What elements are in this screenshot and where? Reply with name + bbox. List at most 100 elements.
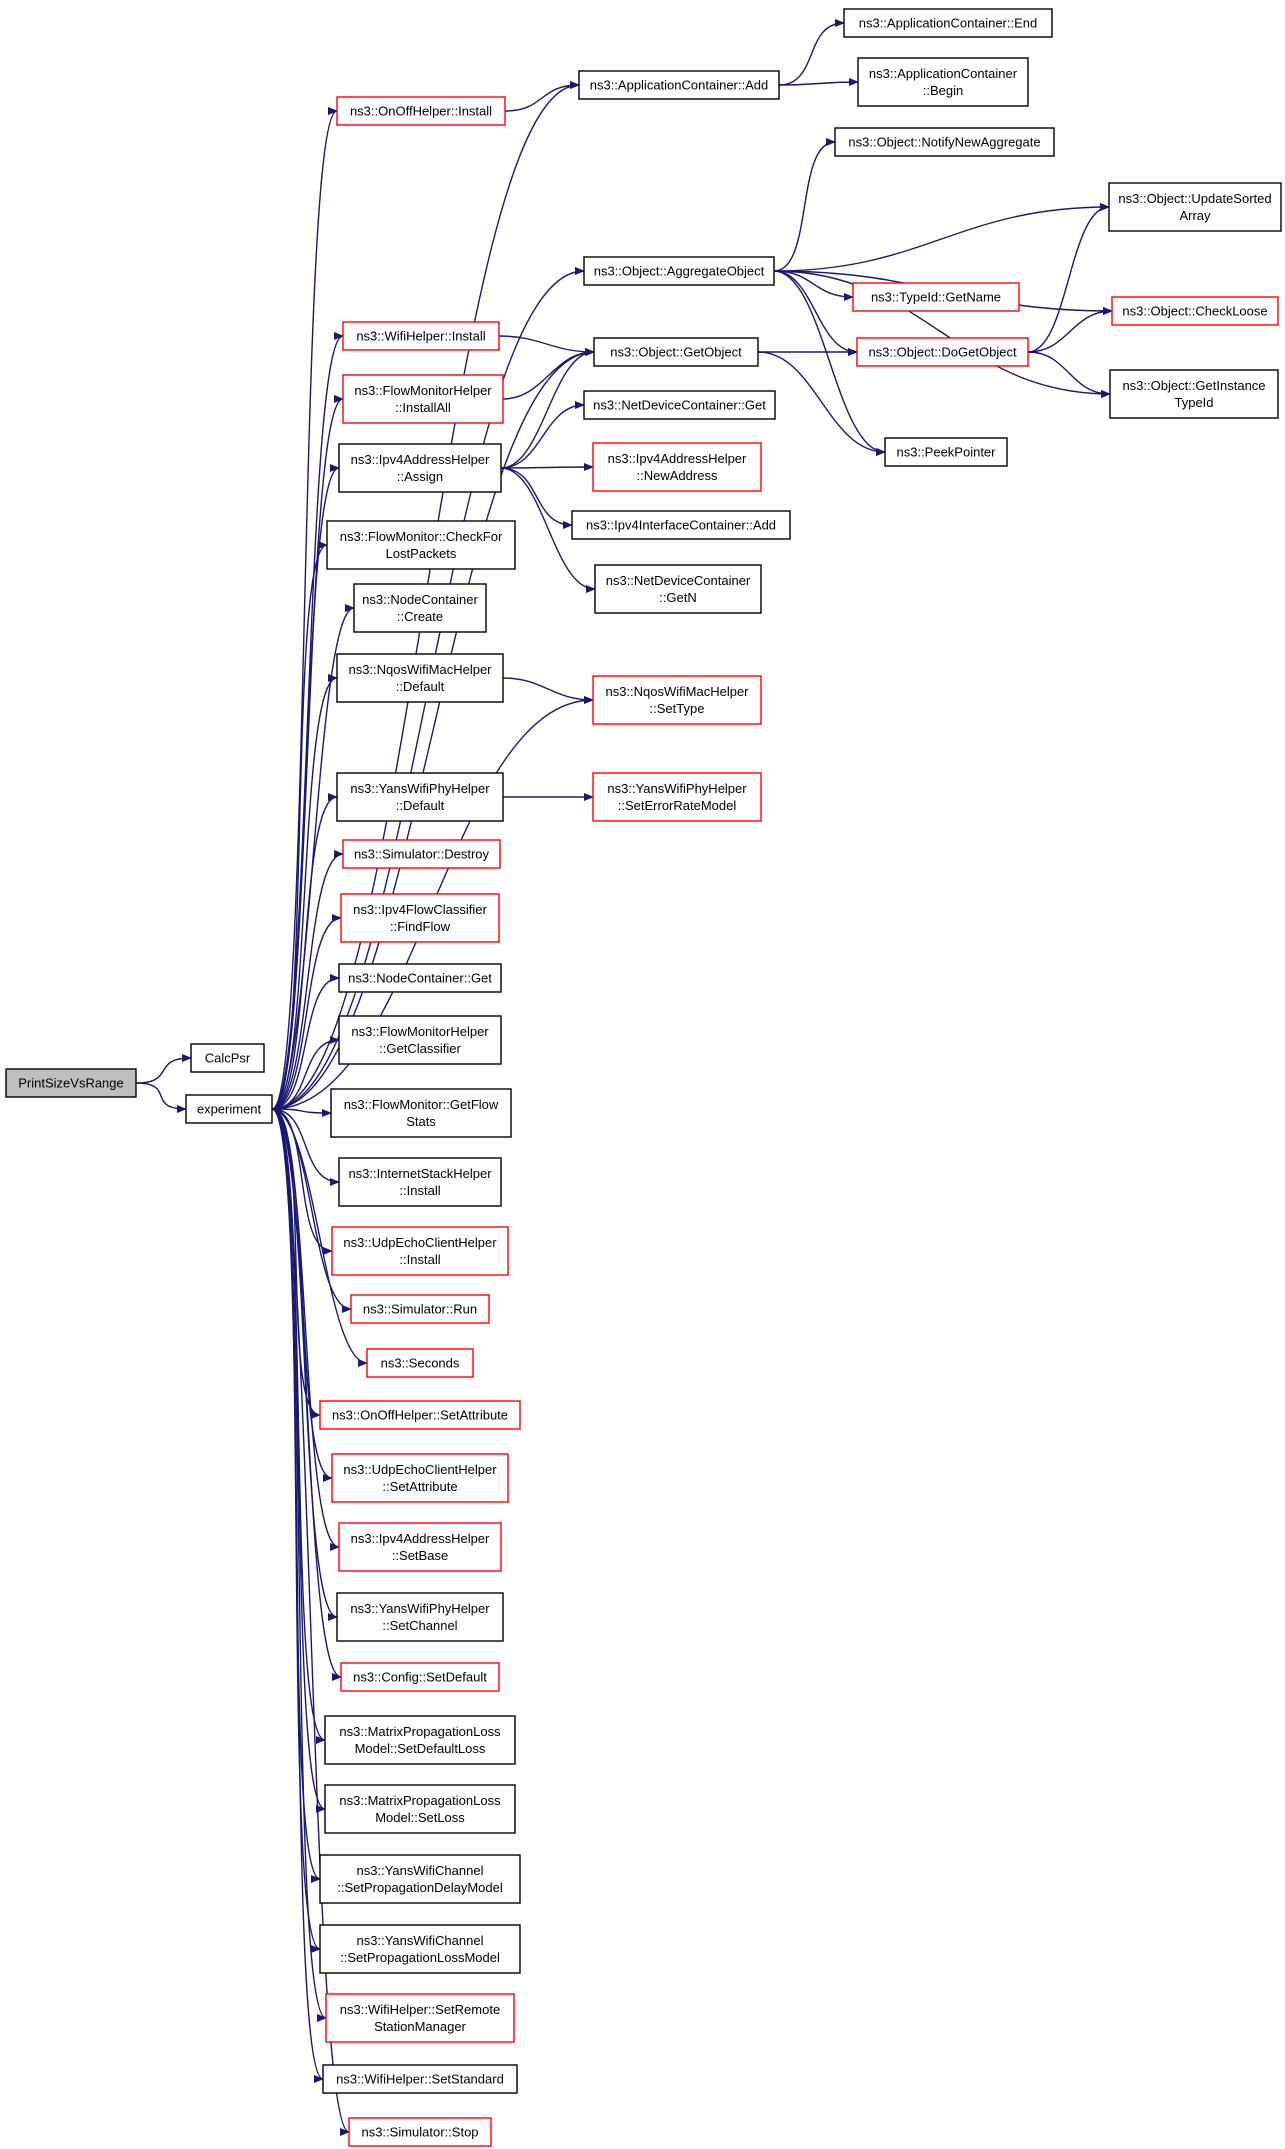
node-get_object[interactable]: ns3::Object::GetObject (593, 337, 759, 367)
node-label: ::Create (397, 609, 443, 624)
node-box (336, 653, 504, 703)
node-wifi_install[interactable]: ns3::WifiHelper::Install (342, 321, 500, 351)
node-box (350, 1294, 490, 1324)
node-label: LostPackets (386, 546, 457, 561)
node-yanschan_setloss[interactable]: ns3::YansWifiChannel::SetPropagationLoss… (319, 1924, 521, 1974)
edge-experiment-to-nqos_default (271, 674, 338, 1110)
node-label: ::Default (396, 679, 445, 694)
node-ipv4addr_assign[interactable]: ns3::Ipv4AddressHelper::Assign (338, 443, 502, 493)
node-typeid_getname[interactable]: ns3::TypeId::GetName (852, 282, 1020, 312)
node-wifi_setstandard[interactable]: ns3::WifiHelper::SetStandard (322, 2064, 518, 2094)
node-box (324, 1715, 516, 1765)
node-fm_getclassifier[interactable]: ns3::FlowMonitorHelper::GetClassifier (338, 1015, 502, 1065)
node-box (578, 70, 780, 100)
node-label: ns3::NetDeviceContainer::Get (593, 398, 766, 413)
node-udpecho_install[interactable]: ns3::UdpEchoClientHelper::Install (331, 1226, 509, 1276)
node-box (884, 437, 1008, 467)
node-label: ::Install (399, 1183, 440, 1198)
node-label: ns3::FlowMonitorHelper (354, 383, 492, 398)
edge-experiment-to-wifi_install (271, 332, 344, 1110)
node-root[interactable]: PrintSizeVsRange (5, 1068, 137, 1098)
node-udpecho_setattr[interactable]: ns3::UdpEchoClientHelper::SetAttribute (331, 1453, 509, 1503)
node-nqos_settype[interactable]: ns3::NqosWifiMacHelper::SetType (592, 675, 762, 725)
node-do_get_object[interactable]: ns3::Object::DoGetObject (856, 337, 1029, 367)
node-check_loose[interactable]: ns3::Object::CheckLoose (1111, 296, 1279, 326)
node-label: ::SetChannel (382, 1618, 457, 1633)
node-label: ::GetN (659, 590, 697, 605)
node-notify_new_agg[interactable]: ns3::Object::NotifyNewAggregate (834, 127, 1055, 157)
node-onoff_setattr[interactable]: ns3::OnOffHelper::SetAttribute (319, 1400, 521, 1430)
node-ipv4addr_setbase[interactable]: ns3::Ipv4AddressHelper::SetBase (338, 1522, 502, 1572)
node-sim_stop[interactable]: ns3::Simulator::Stop (348, 2117, 492, 2147)
node-box (185, 1094, 273, 1124)
node-label: ns3::MatrixPropagationLoss (339, 1793, 501, 1808)
node-box (331, 1226, 509, 1276)
node-box (338, 963, 502, 993)
node-label: ::SetPropagationDelayModel (337, 1880, 503, 1895)
node-box (336, 96, 506, 126)
node-label: ns3::Ipv4AddressHelper (351, 1531, 490, 1546)
node-box (1109, 369, 1279, 419)
node-seconds[interactable]: ns3::Seconds (366, 1348, 474, 1378)
node-label: ns3::NodeContainer::Get (348, 971, 492, 986)
node-label: ::FindFlow (390, 919, 451, 934)
node-nqos_default[interactable]: ns3::NqosWifiMacHelper::Default (336, 653, 504, 703)
node-label: ns3::NqosWifiMacHelper (348, 662, 492, 677)
node-aggregate_obj[interactable]: ns3::Object::AggregateObject (583, 256, 775, 286)
edge-experiment-to-wifi_setstandard (271, 1108, 324, 2083)
edge-experiment-to-udpecho_setattr (271, 1108, 333, 1482)
node-fm_installall[interactable]: ns3::FlowMonitorHelper::InstallAll (342, 374, 504, 424)
node-onoff_install[interactable]: ns3::OnOffHelper::Install (336, 96, 506, 126)
node-matrix_setdefloss[interactable]: ns3::MatrixPropagationLossModel::SetDefa… (324, 1715, 516, 1765)
node-yansphy_setchannel[interactable]: ns3::YansWifiPhyHelper::SetChannel (336, 1592, 504, 1642)
node-experiment[interactable]: experiment (185, 1094, 273, 1124)
node-peek_pointer[interactable]: ns3::PeekPointer (884, 437, 1008, 467)
node-box (338, 1015, 502, 1065)
node-label: ns3::PeekPointer (896, 445, 996, 460)
node-box (342, 374, 504, 424)
node-box (336, 772, 504, 822)
node-ndc_get[interactable]: ns3::NetDeviceContainer::Get (583, 390, 776, 420)
edge-experiment-to-sim_destroy (271, 850, 344, 1110)
node-config_setdefault[interactable]: ns3::Config::SetDefault (340, 1662, 500, 1692)
node-ipv4addr_newaddr[interactable]: ns3::Ipv4AddressHelper::NewAddress (592, 442, 762, 492)
node-nodecont_get[interactable]: ns3::NodeContainer::Get (338, 963, 502, 993)
node-label: Stats (406, 1114, 436, 1129)
node-label: ns3::Object::UpdateSorted (1118, 191, 1271, 206)
node-yanschan_setdelay[interactable]: ns3::YansWifiChannel::SetPropagationDela… (319, 1854, 521, 1904)
node-label: ns3::OnOffHelper::Install (350, 104, 492, 119)
edge-nqos_default-to-nqos_settype (502, 677, 594, 704)
node-ipv4fc_findflow[interactable]: ns3::Ipv4FlowClassifier::FindFlow (340, 893, 500, 943)
node-label: ns3::InternetStackHelper (348, 1166, 492, 1181)
node-appcont_add[interactable]: ns3::ApplicationContainer::Add (578, 70, 780, 100)
node-ndc_getn[interactable]: ns3::NetDeviceContainer::GetN (594, 564, 762, 614)
node-label: ns3::WifiHelper::SetStandard (336, 2072, 504, 2087)
node-label: Model::SetLoss (375, 1810, 465, 1825)
edge-experiment-to-inet_install (271, 1108, 340, 1186)
node-label: ns3::Object::DoGetObject (868, 345, 1017, 360)
node-yansphy_seterr[interactable]: ns3::YansWifiPhyHelper::SetErrorRateMode… (592, 772, 762, 822)
node-yansphy_default[interactable]: ns3::YansWifiPhyHelper::Default (336, 772, 504, 822)
node-label: Model::SetDefaultLoss (355, 1741, 486, 1756)
node-label: ::SetAttribute (382, 1479, 457, 1494)
node-sim_destroy[interactable]: ns3::Simulator::Destroy (342, 839, 501, 869)
node-label: ns3::UdpEchoClientHelper (343, 1462, 497, 1477)
node-nodecont_create[interactable]: ns3::NodeContainer::Create (353, 583, 487, 633)
node-appcont_begin[interactable]: ns3::ApplicationContainer::Begin (857, 57, 1029, 107)
node-box (1111, 296, 1279, 326)
node-ipv4if_add[interactable]: ns3::Ipv4InterfaceContainer::Add (571, 510, 791, 540)
node-box (340, 893, 500, 943)
node-appcont_end[interactable]: ns3::ApplicationContainer::End (843, 8, 1053, 38)
node-label: ns3::FlowMonitor::GetFlow (344, 1097, 499, 1112)
node-label: ns3::Simulator::Run (363, 1302, 477, 1317)
node-sim_run[interactable]: ns3::Simulator::Run (350, 1294, 490, 1324)
node-label: ns3::NodeContainer (362, 592, 478, 607)
node-calcpsr[interactable]: CalcPsr (190, 1043, 265, 1073)
node-inet_install[interactable]: ns3::InternetStackHelper::Install (338, 1157, 502, 1207)
